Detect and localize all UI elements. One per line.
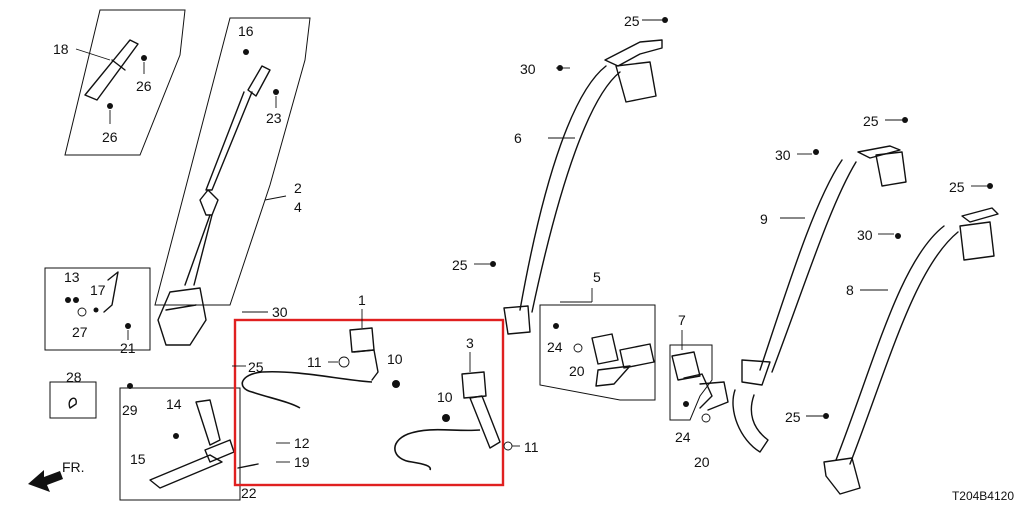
direction-label: FR.	[62, 459, 85, 475]
label-30-a: 30	[272, 304, 288, 320]
label-8: 8	[846, 282, 854, 298]
label-22: 22	[241, 485, 257, 501]
label-30-c: 30	[775, 147, 791, 163]
label-25-e: 25	[949, 179, 965, 195]
front-direction-arrow: FR.	[28, 459, 85, 492]
label-16: 16	[238, 23, 254, 39]
label-25-f: 25	[785, 409, 801, 425]
small-parts-group	[44, 267, 151, 351]
front-buckle-group	[119, 383, 259, 501]
center-buckle-5	[539, 304, 656, 401]
label-11-b: 11	[524, 439, 539, 455]
label-23: 23	[266, 110, 282, 126]
label-11-a: 11	[307, 354, 322, 370]
label-14: 14	[166, 396, 182, 412]
rear-belt-8	[823, 183, 999, 495]
leader-lines	[232, 19, 987, 463]
rear-belt-9	[732, 117, 908, 453]
label-25-d: 25	[863, 113, 879, 129]
label-20-b: 20	[694, 454, 710, 470]
label-18: 18	[53, 41, 69, 57]
label-29: 29	[122, 402, 138, 418]
label-10-b: 10	[437, 389, 453, 405]
label-25-b: 25	[452, 257, 468, 273]
label-26-b: 26	[102, 129, 118, 145]
label-2: 2	[294, 180, 302, 196]
label-20-a: 20	[569, 363, 585, 379]
rear-belt-6	[490, 17, 668, 335]
label-19: 19	[294, 454, 310, 470]
label-9: 9	[760, 211, 768, 227]
height-adjuster-group	[64, 9, 186, 156]
label-13: 13	[64, 269, 80, 285]
highlight-box	[233, 318, 505, 487]
callout-labels: 1 2 3 4 5 6 7 8 9 10 10 11 11 12 13 14 1…	[53, 13, 965, 501]
label-27: 27	[72, 324, 88, 340]
label-24-b: 24	[675, 429, 691, 445]
highlighted-rear-buckle-group	[233, 318, 513, 487]
label-10-a: 10	[387, 351, 403, 367]
diagram-code: T204B4120	[952, 489, 1014, 503]
label-25-a: 25	[624, 13, 640, 29]
buckle-7	[669, 344, 729, 423]
label-6: 6	[514, 130, 522, 146]
label-15: 15	[130, 451, 146, 467]
label-7: 7	[678, 312, 686, 328]
label-5: 5	[593, 269, 601, 285]
label-3: 3	[466, 335, 474, 351]
label-26-a: 26	[136, 78, 152, 94]
label-30-d: 30	[857, 227, 873, 243]
label-4: 4	[294, 199, 302, 215]
label-30-b: 30	[520, 61, 536, 77]
front-seat-belt-assembly	[154, 17, 311, 346]
label-17: 17	[90, 282, 106, 298]
label-25-c: 25	[248, 359, 264, 375]
part-28	[49, 381, 97, 419]
label-21: 21	[120, 340, 136, 356]
label-24-a: 24	[547, 339, 563, 355]
label-28: 28	[66, 369, 82, 385]
label-12: 12	[294, 435, 310, 451]
label-1: 1	[358, 292, 366, 308]
